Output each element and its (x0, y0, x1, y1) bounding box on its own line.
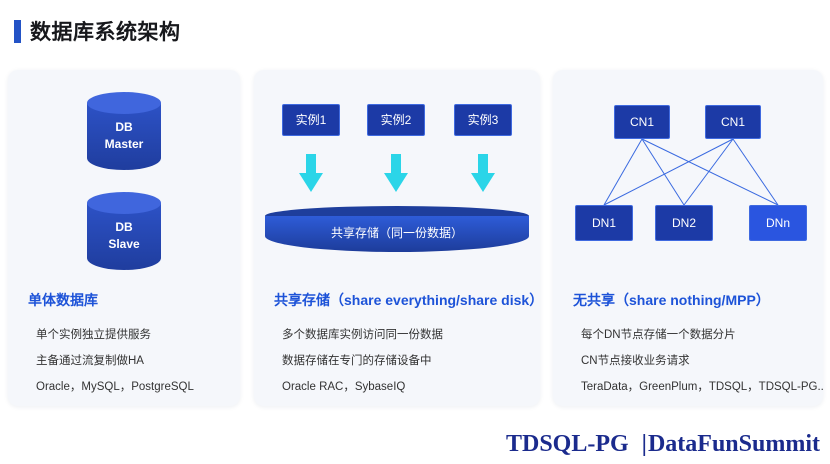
cn-node-1: CN1 (614, 105, 670, 139)
bullet-item: CN节点接收业务请求 (581, 355, 690, 367)
db-master-cylinder: DB Master (87, 92, 161, 170)
panel-shared-storage: 实例1 实例2 实例3 共享存储（同一份数据） 共享存储（share every… (254, 70, 540, 406)
bullet-item: Oracle，MySQL，PostgreSQL (36, 381, 194, 393)
bullet-item: 单个实例独立提供服务 (36, 329, 151, 341)
share-nothing-diagram: CN1 CN1 DN1 DN2 DNn (553, 70, 823, 288)
instance-node-1: 实例1 (282, 104, 340, 136)
down-arrow-icon (384, 154, 408, 192)
cylinder-top (87, 92, 161, 114)
bullet-list: 单个实例独立提供服务 主备通过流复制做HA Oracle，MySQL，Postg… (8, 320, 240, 400)
title-accent-bar (14, 19, 21, 43)
bullet-item: 主备通过流复制做HA (36, 355, 144, 367)
bullet-item: TeraData，GreenPlum，TDSQL，TDSQL-PG..... (581, 381, 823, 393)
down-arrow-icon (299, 154, 323, 192)
dn-node-2: DN2 (655, 205, 713, 241)
instance-node-3: 实例3 (454, 104, 512, 136)
single-database-diagram: DB Master DB Slave (8, 70, 240, 288)
instance-node-2: 实例2 (367, 104, 425, 136)
db-label-line2: Slave (108, 237, 140, 251)
bullet-list: 每个DN节点存储一个数据分片 CN节点接收业务请求 TeraData，Green… (553, 320, 823, 400)
brand-separator: | (641, 431, 647, 457)
panel-share-nothing: CN1 CN1 DN1 DN2 DNn 无共享（share nothing/MP… (553, 70, 823, 406)
db-label-line1: DB (115, 220, 133, 234)
bullet-list: 多个数据库实例访问同一份数据 数据存储在专门的存储设备中 Oracle RAC，… (254, 320, 540, 400)
bullet-item: Oracle RAC，SybaseIQ (282, 381, 406, 393)
shared-storage-diagram: 实例1 实例2 实例3 共享存储（同一份数据） (254, 70, 540, 288)
slide-header: 数据库系统架构 (14, 16, 181, 46)
cylinder-top (87, 192, 161, 214)
page-title: 数据库系统架构 (30, 21, 181, 44)
panel-heading: 单体数据库 (28, 292, 98, 308)
dn-node-n: DNn (749, 205, 807, 241)
db-master-label: DB Master (87, 119, 161, 153)
db-label-line2: Master (104, 137, 144, 151)
cylinder-body (265, 216, 529, 252)
db-slave-cylinder: DB Slave (87, 192, 161, 270)
brand-tdsql-pg: TDSQL-PG (505, 431, 629, 457)
footer-brand: TDSQL-PG |DataFunSummit (506, 431, 820, 458)
cylinder-body (87, 103, 161, 170)
cn-node-2: CN1 (705, 105, 761, 139)
bullet-item: 多个数据库实例访问同一份数据 (282, 329, 443, 341)
down-arrow-icon (471, 154, 495, 192)
panel-heading: 无共享（share nothing/MPP） (573, 292, 770, 308)
db-slave-label: DB Slave (87, 219, 161, 253)
shared-storage-label: 共享存储（同一份数据） (330, 226, 463, 240)
cn-dn-links (603, 138, 779, 206)
brand-datafunsummit: DataFunSummit (647, 431, 820, 457)
bullet-item: 每个DN节点存储一个数据分片 (581, 329, 736, 341)
panel-single-database: DB Master DB Slave 单体数据库 单个实例独立提供服务 主备通过… (8, 70, 240, 406)
cylinder-body (87, 203, 161, 270)
db-label-line1: DB (115, 120, 133, 134)
shared-storage-cylinder: 共享存储（同一份数据） (265, 206, 529, 252)
bullet-item: 数据存储在专门的存储设备中 (282, 355, 432, 367)
dn-node-1: DN1 (575, 205, 633, 241)
panel-heading: 共享存储（share everything/share disk） (274, 292, 540, 308)
